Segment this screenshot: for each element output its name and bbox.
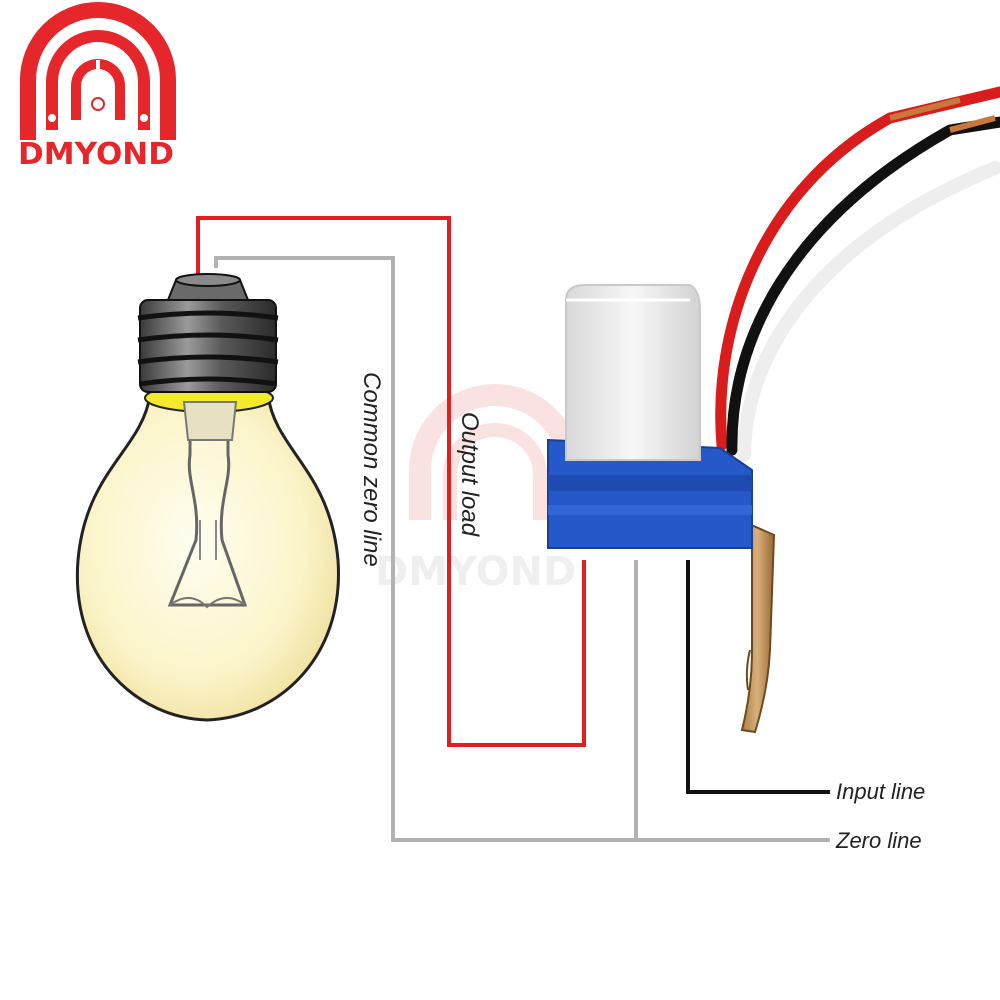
photocell-switch-icon (547, 86, 1000, 734)
zero-line-label: Zero line (835, 828, 922, 853)
common-zero-line-label: Common zero line (358, 372, 385, 567)
output-load-label: Output load (456, 412, 483, 537)
light-bulb-icon (75, 273, 340, 722)
input-line-label: Input line (836, 779, 925, 804)
dmyond-logo-icon (20, 2, 176, 140)
logo-text: DMYOND (18, 137, 174, 172)
output-load-wire (196, 216, 586, 747)
input-line-wire (686, 560, 830, 794)
watermark-text: DMYOND (375, 549, 576, 595)
common-zero-wire (214, 256, 830, 842)
